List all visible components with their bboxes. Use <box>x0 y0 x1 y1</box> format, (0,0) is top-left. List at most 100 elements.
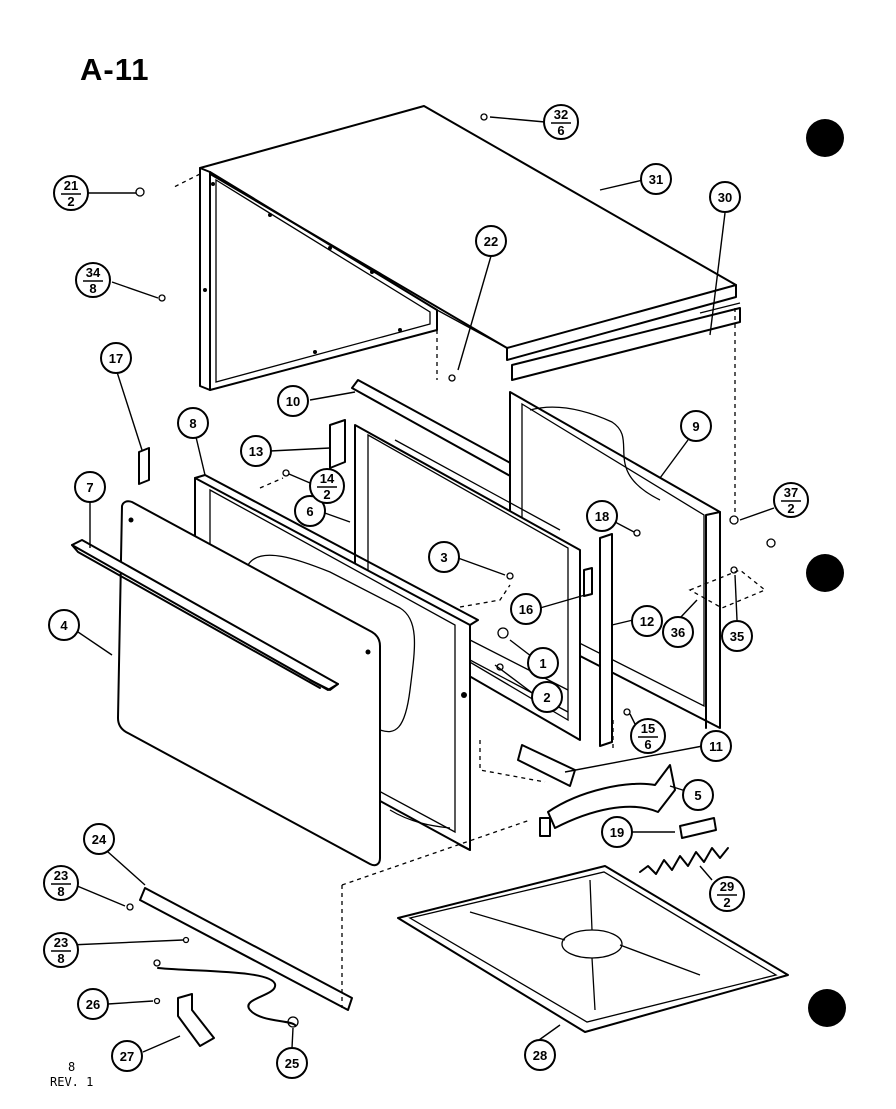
callout-part-number: 23 <box>54 868 68 883</box>
cabinet-top-wrapper <box>199 105 737 391</box>
callout-circle <box>277 385 309 417</box>
revision-label: REV. 1 <box>50 1075 94 1089</box>
callout-part-number: 29 <box>720 879 734 894</box>
callout-c9: 9 <box>680 410 712 442</box>
page-title: A-11 <box>80 52 150 87</box>
callout-part-number: 23 <box>54 935 68 950</box>
callout-circle <box>630 718 666 754</box>
callout-part-number: 17 <box>109 351 123 366</box>
callout-quantity: 2 <box>67 194 74 209</box>
callout-part-number: 25 <box>285 1056 299 1071</box>
callout-circle <box>53 175 89 211</box>
sheet-number: 8 <box>68 1060 76 1074</box>
callout-part-number: 11 <box>709 739 723 754</box>
screw <box>135 187 145 197</box>
clip-17 <box>138 447 150 485</box>
callout-circle <box>309 468 345 504</box>
callout-c15: 156 <box>630 718 666 754</box>
callout-circle <box>682 779 714 811</box>
callout-quantity: 6 <box>644 737 651 752</box>
callout-circle <box>531 681 563 713</box>
callout-c5: 5 <box>682 779 714 811</box>
callout-part-number: 14 <box>320 471 335 486</box>
screw <box>282 469 290 477</box>
callout-c27: 27 <box>111 1040 143 1072</box>
callout-circle <box>428 541 460 573</box>
callout-part-number: 9 <box>692 419 699 434</box>
screw <box>448 374 456 382</box>
callout-part-number: 21 <box>64 178 78 193</box>
spring-29 <box>639 847 729 875</box>
callout-circle <box>43 932 79 968</box>
callout-circle <box>586 500 618 532</box>
callout-circle <box>527 647 559 679</box>
callout-circle <box>77 988 109 1020</box>
callout-c36: 36 <box>662 616 694 648</box>
callout-circle <box>524 1039 556 1071</box>
callout-part-number: 3 <box>440 550 447 565</box>
callout-c30: 30 <box>709 181 741 213</box>
screw <box>126 903 134 911</box>
hinge-arm <box>539 764 676 837</box>
callout-part-number: 36 <box>671 625 685 640</box>
callout-quantity: 2 <box>787 501 794 516</box>
screw <box>506 572 514 580</box>
callout-c12: 12 <box>631 605 663 637</box>
door-panel <box>117 500 381 867</box>
callout-part-number: 5 <box>694 788 701 803</box>
callout-part-number: 31 <box>649 172 663 187</box>
screw <box>153 997 161 1005</box>
callout-circle <box>709 876 745 912</box>
callout-circle <box>680 410 712 442</box>
screw <box>182 936 190 944</box>
screw <box>158 294 166 302</box>
callout-circle <box>475 225 507 257</box>
callout-circle <box>640 163 672 195</box>
callout-part-number: 26 <box>86 997 100 1012</box>
callout-circle <box>43 865 79 901</box>
callout-quantity: 2 <box>723 895 730 910</box>
callout-part-number: 7 <box>86 480 93 495</box>
screw <box>480 113 488 121</box>
callout-circle <box>662 616 694 648</box>
callout-c25: 25 <box>276 1047 308 1079</box>
side-rail-12 <box>599 533 613 747</box>
callout-c1: 1 <box>527 647 559 679</box>
callout-part-number: 13 <box>249 444 263 459</box>
callout-quantity: 6 <box>557 123 564 138</box>
callout-c13: 13 <box>240 435 272 467</box>
callout-part-number: 22 <box>484 234 498 249</box>
callout-part-number: 15 <box>641 721 655 736</box>
callout-circle <box>83 823 115 855</box>
callout-part-number: 19 <box>610 825 624 840</box>
callout-quantity: 2 <box>323 487 330 502</box>
callout-c7: 7 <box>74 471 106 503</box>
lower-hinge-strip <box>139 887 353 1011</box>
callout-part-number: 2 <box>543 690 550 705</box>
callout-c10: 10 <box>277 385 309 417</box>
callout-part-number: 28 <box>533 1048 547 1063</box>
callout-circle <box>75 262 111 298</box>
callout-circle <box>721 620 753 652</box>
plate-16 <box>583 567 593 597</box>
callout-c8: 8 <box>177 407 209 439</box>
callout-c31: 31 <box>640 163 672 195</box>
callout-c24: 24 <box>83 823 115 855</box>
callout-c23b: 238 <box>43 932 79 968</box>
callout-c35: 35 <box>721 620 753 652</box>
callout-part-number: 27 <box>120 1049 134 1064</box>
callout-c3: 3 <box>428 541 460 573</box>
callout-part-number: 16 <box>519 602 533 617</box>
callout-c6: 6 <box>294 495 326 527</box>
callout-c22: 22 <box>475 225 507 257</box>
callout-circle <box>276 1047 308 1079</box>
callout-part-number: 18 <box>595 509 609 524</box>
callout-circle <box>510 593 542 625</box>
callout-circle <box>773 482 809 518</box>
callout-circle <box>700 730 732 762</box>
rear-trim-strip <box>511 302 741 381</box>
callout-c11: 11 <box>700 730 732 762</box>
callout-circle <box>74 471 106 503</box>
